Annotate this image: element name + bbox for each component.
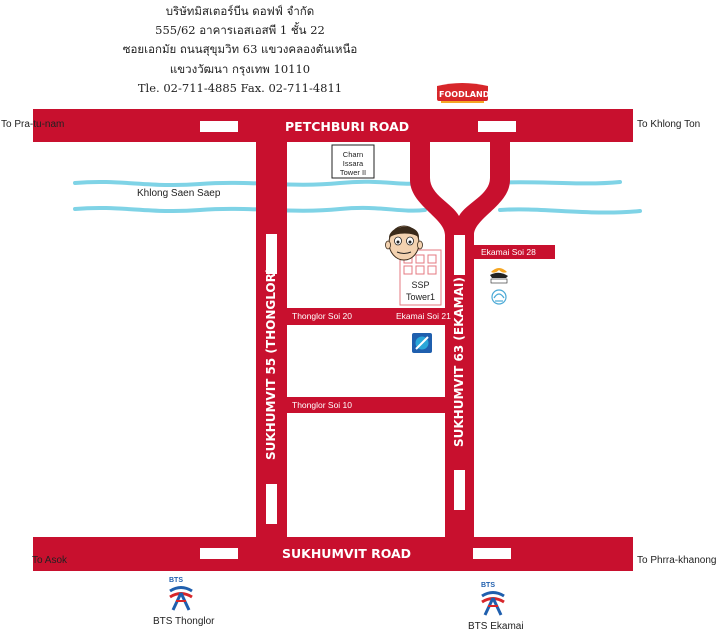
sukhumvit-road-marker	[473, 548, 511, 559]
petchburi-road-marker	[478, 121, 516, 132]
bts-logo-icon	[481, 591, 505, 616]
sukhumvit-road	[33, 537, 633, 571]
petchburi-road-marker	[200, 121, 238, 132]
ekamai-road-label: SUKHUMVIT 63 (EKAMAI)	[452, 277, 466, 447]
soi-20-21-road	[287, 308, 445, 325]
charn-issara-label: Charn Issara Tower II	[339, 150, 367, 177]
thonglor-soi-10-road	[287, 397, 445, 413]
charn-issara-tower-box	[331, 144, 375, 179]
bts-thonglor-label: BTS Thonglor	[153, 616, 215, 627]
bank-icon	[491, 289, 507, 305]
bts-logo-icon	[169, 586, 193, 611]
sukhumvit-road-label: SUKHUMVIT ROAD	[282, 546, 412, 561]
ekamai-soi-21-label: Ekamai Soi 21	[396, 311, 451, 321]
direction-khlong-ton: To Khlong Ton	[637, 119, 701, 130]
thonglor-soi-20-label: Thonglor Soi 20	[292, 311, 353, 321]
bts-ekamai-label: BTS Ekamai	[468, 621, 524, 632]
thonglor-road-label: SUKHUMVIT 55 (THONGLOR)	[264, 267, 278, 460]
shell-station-icon	[490, 268, 508, 284]
sukhumvit-road-marker	[200, 548, 238, 559]
mr-bean-face-icon	[385, 225, 423, 261]
petchburi-road-label: PETCHBURI ROAD	[285, 119, 410, 134]
direction-asok: To Asok	[32, 555, 68, 566]
direction-pratunam: To Pra-tu-nam	[1, 119, 65, 130]
petchburi-road	[33, 109, 633, 142]
thonglor-soi-10-label: Thonglor Soi 10	[292, 400, 353, 410]
direction-phra-khanong: To Phrra-khanong	[637, 555, 717, 566]
ekamai-soi-28-label: Ekamai Soi 28	[481, 247, 536, 257]
ekamai-road-marker	[454, 235, 465, 275]
thonglor-road	[256, 142, 287, 537]
ssp-tower-label: SSP Tower1	[405, 280, 435, 302]
thonglor-road-marker	[266, 234, 277, 274]
ekamai-road-marker	[454, 470, 465, 510]
address-line-1: 555/62 อาคารเอสเอสพี 1 ชั้น 22	[155, 23, 325, 37]
company-name: บริษัทมิสเตอร์บีน ดอฟฟ์ จำกัด	[165, 4, 315, 18]
phone-fax: Tle. 02-711-4885 Fax. 02-711-4811	[137, 81, 343, 95]
address-line-3: แขวงวัฒนา กรุงเทพ 10110	[169, 62, 311, 76]
ekamai-soi-28-road	[474, 245, 555, 259]
thonglor-road-marker	[266, 484, 277, 524]
bts-logo-text: BTS	[169, 577, 183, 584]
foodland-logo-icon	[437, 83, 488, 103]
supermarket-icon	[412, 333, 432, 353]
foodland-label: FOODLAND	[439, 90, 490, 99]
address-line-2: ซอยเอกมัย ถนนสุขุมวิท 63 แขวงคลองตันเหนื…	[122, 42, 358, 56]
canal-label: Khlong Saen Saep	[137, 188, 221, 199]
bts-logo-text: BTS	[481, 582, 495, 589]
